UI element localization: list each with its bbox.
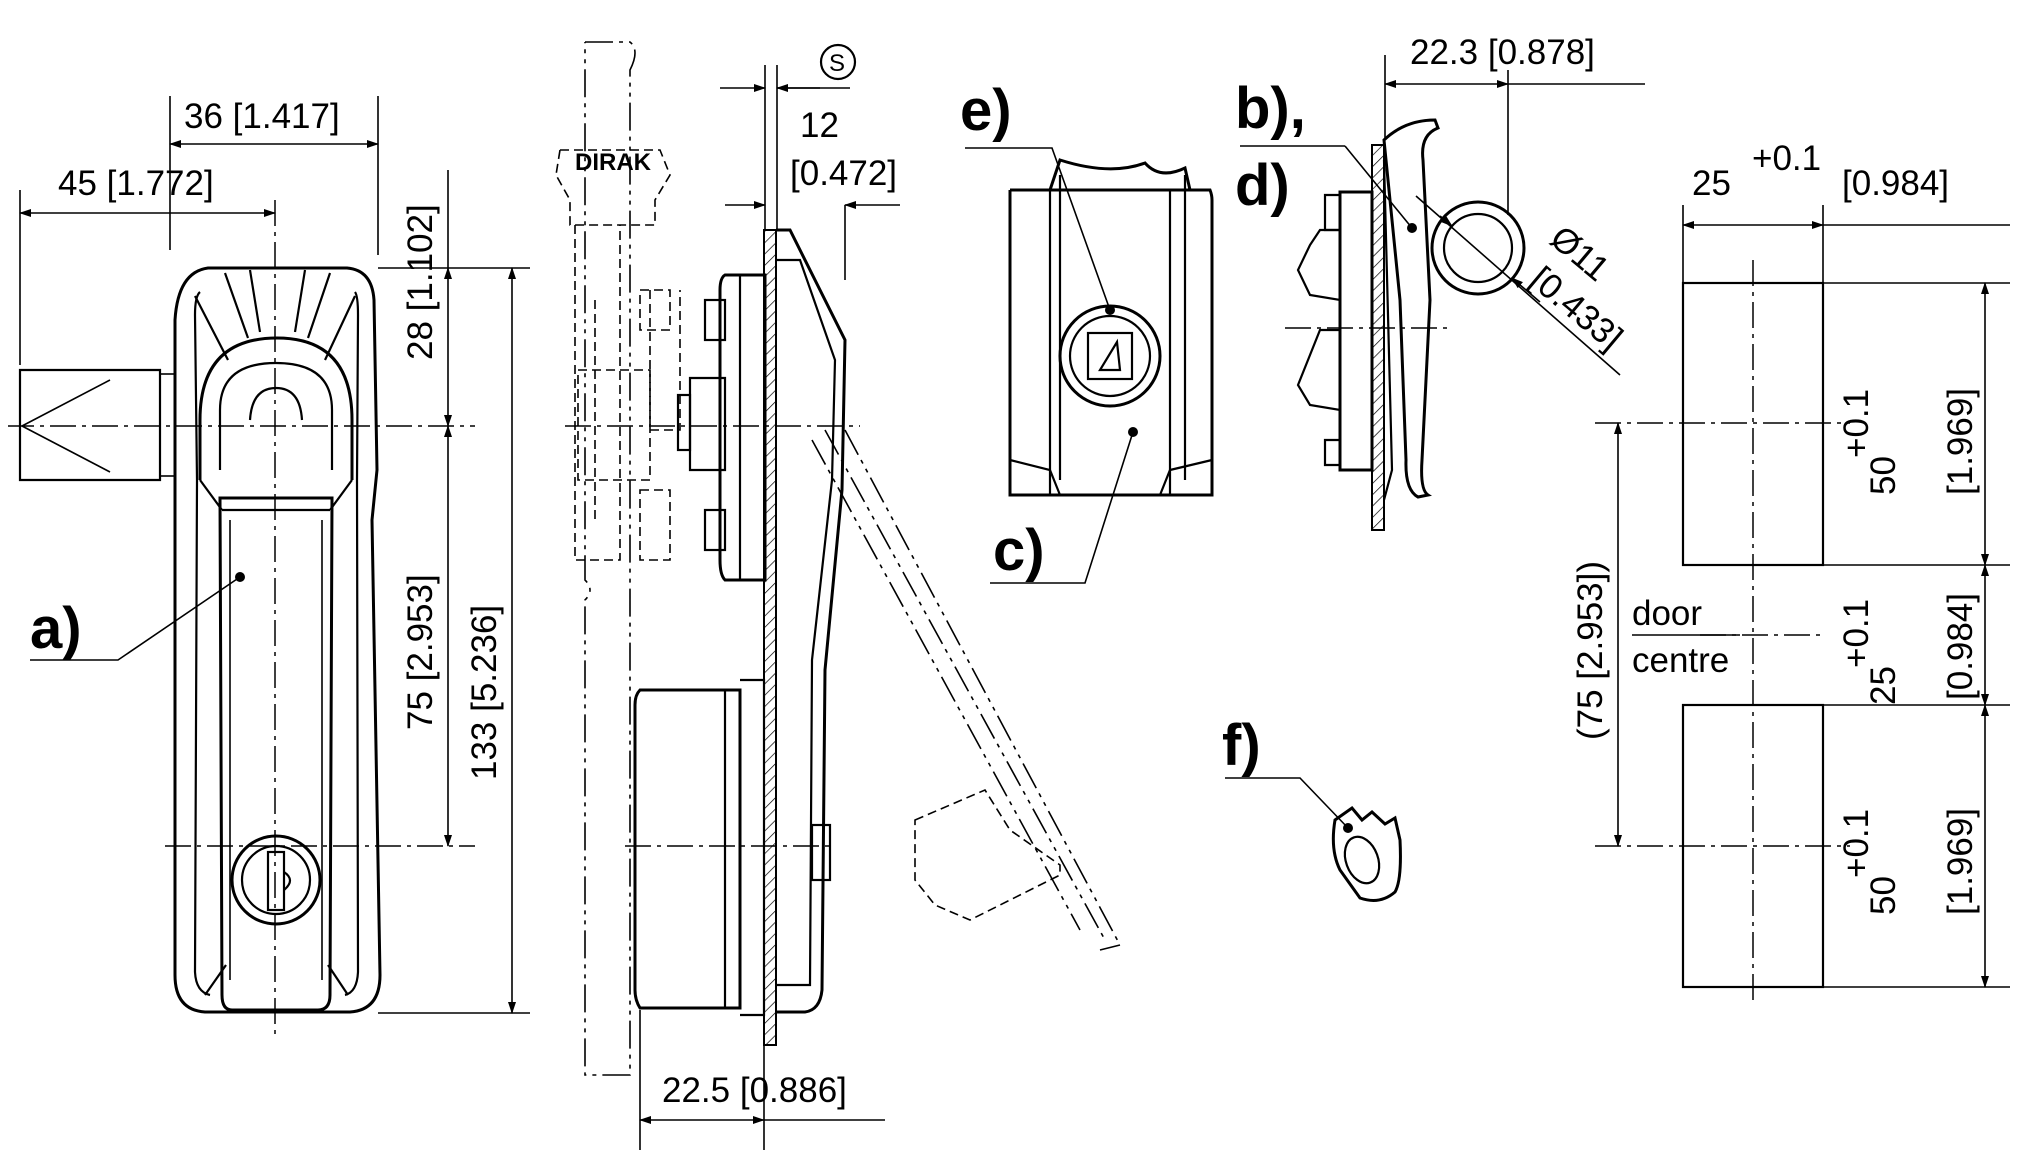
- dim-cut-lower: 50 +0.1 [1.969]: [1837, 808, 1980, 915]
- dim-cut-width-inch: [0.984]: [1842, 164, 1949, 203]
- part-f: f): [1222, 713, 1402, 902]
- lock-face: [1058, 304, 1162, 408]
- callout-b-label: b),: [1235, 76, 1306, 141]
- door-panel: [763, 229, 777, 1046]
- dim-12-inch: [0.472]: [790, 154, 897, 193]
- mounting-boss: [676, 273, 767, 582]
- dim-cut-width-tol: +0.1: [1752, 139, 1821, 178]
- svg-text:DIRAK: DIRAK: [575, 149, 652, 176]
- dim-cut-gap: 25 +0.1 [0.984]: [1837, 593, 1980, 705]
- callout-d: d): [1235, 153, 1290, 218]
- callout-a: a): [30, 572, 245, 661]
- lock-cylinder: [230, 834, 322, 926]
- dim-cut-lower-inch: [1.969]: [1941, 808, 1980, 915]
- door-centre-label: door centre: [1632, 594, 1740, 680]
- detail-view-bd: Ø11 [0.433] 22.3 [0.878] b), d): [1235, 33, 1645, 531]
- callout-e-label: e): [960, 78, 1012, 143]
- callout-d-label: d): [1235, 153, 1290, 218]
- front-view: a) 36 [1.417] 45 [1.772] 28 [1.102] 75 […: [8, 96, 530, 1040]
- dim-cut-gap-value: 25: [1864, 666, 1903, 705]
- dim-12-value: 12: [800, 106, 839, 145]
- key-phantom: DIRAK: [555, 149, 681, 561]
- dim-133-label: 133 [5.236]: [465, 605, 504, 780]
- dim-cut-width-value: 25: [1692, 164, 1731, 203]
- dim-45: 45 [1.772]: [19, 164, 276, 365]
- door-label-2: centre: [1632, 641, 1729, 680]
- callout-e: e): [960, 78, 1115, 315]
- dim-75-label: 75 [2.953]: [401, 574, 440, 730]
- side-view: DIRAK: [555, 41, 1121, 1150]
- dim-22-3-label: 22.3 [0.878]: [1410, 33, 1595, 72]
- dim-12: S 12 [0.472]: [720, 43, 900, 280]
- dim-cut-upper-value: 50: [1864, 456, 1903, 495]
- dim-36: 36 [1.417]: [169, 96, 379, 255]
- swing-phantom: [811, 429, 1121, 951]
- dim-45-label: 45 [1.772]: [58, 164, 214, 203]
- callout-a-label: a): [30, 596, 82, 661]
- dim-cut-width: 25 +0.1 [0.984]: [1682, 139, 2010, 283]
- dim-cut-gap-tol: +0.1: [1837, 599, 1876, 668]
- dim-cut-pitch-label: (75 [2.953]): [1571, 561, 1610, 740]
- dim-36-label: 36 [1.417]: [184, 97, 340, 136]
- handle-ring: [198, 336, 354, 480]
- dim-22-3: 22.3 [0.878]: [1384, 33, 1645, 215]
- handle-lever: [199, 479, 353, 1012]
- handle-side: [776, 228, 847, 1014]
- handle-housing: [173, 266, 382, 1014]
- panel-cutout: door centre 25 +0.1 [0.984] 50 +0.1 [1.9…: [1571, 139, 2010, 1000]
- door-label-1: door: [1632, 594, 1702, 633]
- dim-cut-pitch: (75 [2.953]): [1571, 422, 1622, 847]
- dim-cut-gap-inch: [0.984]: [1941, 593, 1980, 700]
- dim-cut-upper-tol: +0.1: [1837, 389, 1876, 458]
- callout-f-label: f): [1222, 713, 1261, 778]
- dim-133: 133 [5.236]: [465, 267, 516, 1014]
- dim-cut-lower-value: 50: [1864, 876, 1903, 915]
- dim-28-label: 28 [1.102]: [401, 204, 440, 360]
- padlock-loop: [1430, 200, 1526, 296]
- callout-c: c): [990, 427, 1138, 584]
- symbol-s: S: [829, 50, 845, 77]
- latch-tongue: [18, 368, 175, 482]
- dim-28: 28 [1.102]: [401, 170, 452, 427]
- dim-cut-lower-tol: +0.1: [1837, 809, 1876, 878]
- dim-22-5-label: 22.5 [0.886]: [662, 1071, 847, 1110]
- callout-c-label: c): [993, 518, 1045, 583]
- rear-cylinder: [633, 678, 766, 1017]
- dim-75: 75 [2.953]: [401, 425, 452, 847]
- dim-cut-upper: 50 +0.1 [1.969]: [1837, 388, 1980, 495]
- dim-22-5: 22.5 [0.886]: [639, 1010, 885, 1150]
- detail-view-ce: e) c): [960, 78, 1214, 584]
- callout-b: b),: [1235, 76, 1417, 233]
- dim-cut-upper-inch: [1.969]: [1941, 388, 1980, 495]
- dim-hole: Ø11 [0.433]: [1415, 195, 1630, 376]
